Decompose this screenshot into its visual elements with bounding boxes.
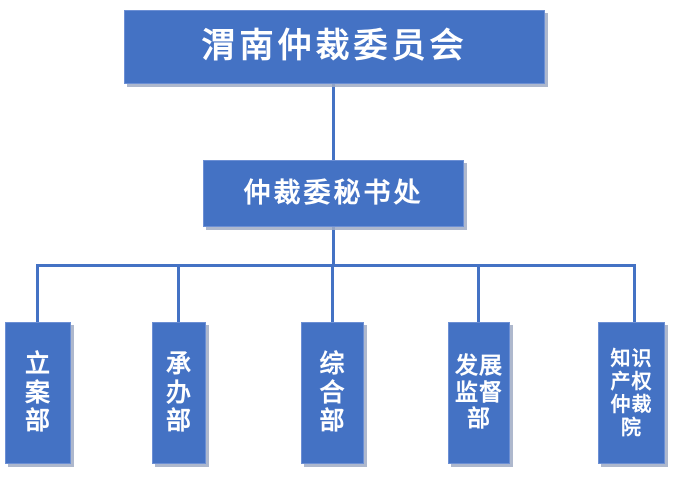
org-node-secretariat-label: 仲裁委秘书处 (243, 177, 424, 209)
connector-drop-知识产权仲裁院 (633, 264, 636, 323)
connector-secretariat-to-bus (332, 227, 335, 266)
org-node-filing-department-label: 立 案 部 (24, 348, 51, 436)
org-node-handling-department-label: 承 办 部 (165, 348, 192, 436)
connector-drop-发展监督部 (477, 264, 480, 323)
org-node-root-label: 渭南仲裁委员会 (201, 26, 468, 67)
org-node-root[interactable]: 渭南仲裁委员会 (124, 10, 545, 84)
org-node-ip-arbitration-institute[interactable]: 知识 产权 仲裁 院 (598, 322, 665, 464)
connector-horizontal-bus (36, 264, 636, 267)
org-node-filing-department[interactable]: 立 案 部 (5, 322, 71, 464)
connector-drop-立案部 (36, 264, 39, 323)
org-node-handling-department[interactable]: 承 办 部 (152, 322, 206, 464)
connector-root-to-secretariat (332, 84, 335, 161)
org-node-development-supervision-department[interactable]: 发展 监督 部 (448, 322, 510, 464)
org-node-secretariat[interactable]: 仲裁委秘书处 (203, 160, 464, 227)
connector-drop-综合部 (331, 264, 334, 323)
org-node-general-department[interactable]: 综 合 部 (301, 322, 364, 464)
connector-drop-承办部 (177, 264, 180, 323)
org-node-general-department-label: 综 合 部 (319, 348, 346, 436)
org-node-ip-arbitration-institute-label: 知识 产权 仲裁 院 (610, 346, 653, 439)
org-node-development-supervision-department-label: 发展 监督 部 (455, 353, 503, 433)
